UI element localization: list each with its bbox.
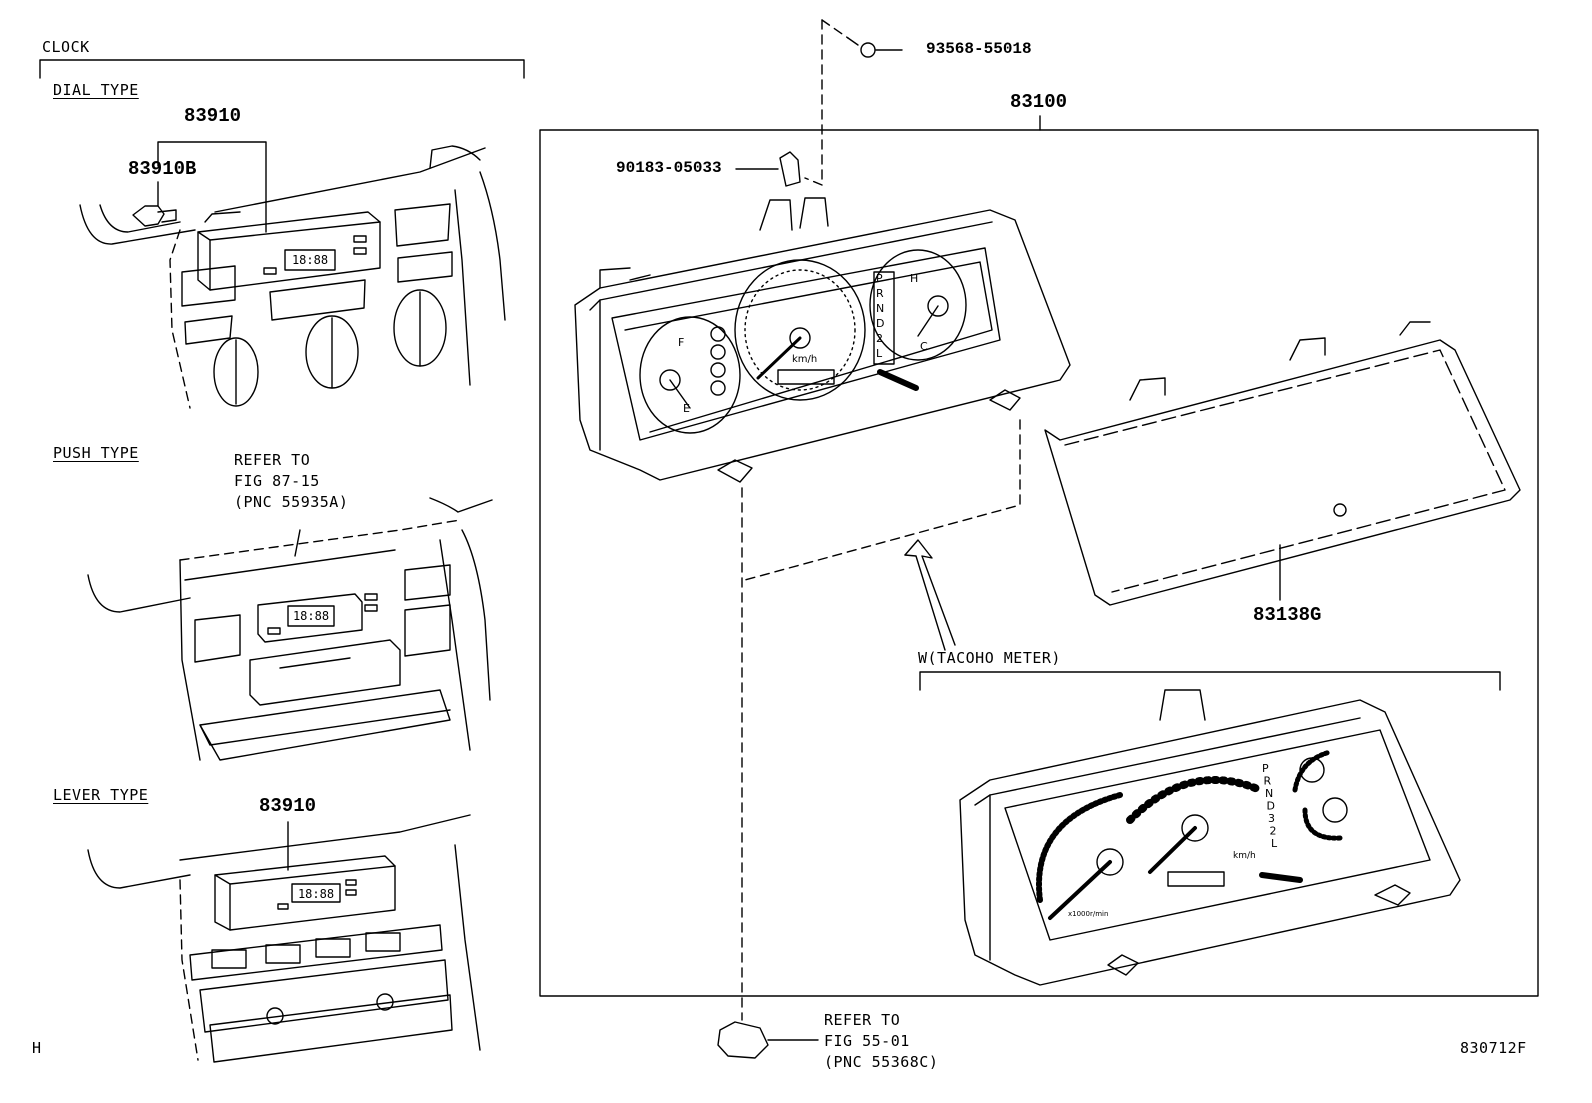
- bottom-connector: [717, 1021, 819, 1059]
- dial-clock-digits: 18:88: [292, 253, 328, 267]
- temp-hot-mark: H: [910, 272, 918, 285]
- shift-position-d: D: [876, 317, 884, 330]
- lever-type-dashboard: [87, 814, 481, 1063]
- tacho-speed-unit: km/h: [1233, 851, 1256, 861]
- fuel-full-mark: F: [678, 336, 684, 349]
- tacho-unit: x1000r/min: [1068, 910, 1108, 918]
- tacho-shift-position-2: 2: [1270, 825, 1277, 838]
- tacho-shift-position-n: N: [1265, 787, 1273, 800]
- dial-type-title: DIAL TYPE: [53, 81, 139, 99]
- shift-position-2: 2: [876, 332, 883, 345]
- shift-position-n: N: [876, 302, 884, 315]
- figure-code: 830712F: [1460, 1039, 1527, 1057]
- tacho-bracket: [919, 671, 1501, 691]
- part-label-clock-lever: 83910: [259, 795, 317, 817]
- tacho-shift-position-3: 3: [1268, 812, 1275, 825]
- tacho-odometer-display: [1167, 871, 1225, 887]
- tacho-shift-position-l: L: [1271, 837, 1278, 850]
- part-label-screw: 93568-55018: [926, 40, 1032, 58]
- push-type-title: PUSH TYPE: [53, 444, 139, 462]
- speed-unit: km/h: [792, 354, 817, 365]
- meter-lens: [1044, 321, 1521, 606]
- dial-type-dashboard: [79, 141, 506, 409]
- lever-type-title: LEVER TYPE: [53, 786, 149, 804]
- dial-clock-display: [284, 249, 336, 271]
- part-label-clip: 90183-05033: [616, 159, 722, 177]
- screw: [804, 19, 903, 186]
- push-type-dashboard: [87, 497, 493, 761]
- push-clock-display: [287, 605, 335, 627]
- odometer-display: [777, 369, 835, 385]
- shift-position-l: L: [876, 347, 883, 360]
- tacho-shift-position-p: P: [1262, 762, 1269, 775]
- clip: [735, 151, 801, 187]
- tacho-shift-position-d: D: [1267, 800, 1275, 813]
- tacho-shift-position-r: R: [1264, 775, 1272, 788]
- speedometer: [734, 259, 866, 401]
- corner-mark: H: [32, 1039, 42, 1057]
- push-clock-digits: 18:88: [293, 609, 329, 623]
- clock-group-bracket: [39, 59, 525, 79]
- lever-clock-display: [291, 883, 341, 903]
- tachometer: [1036, 792, 1123, 903]
- push-type-reference: REFER TO FIG 87-15 (PNC 55935A): [234, 451, 349, 511]
- fuel-gauge: [639, 316, 741, 434]
- shift-position-r: R: [876, 287, 884, 300]
- temp-cold-mark: C: [920, 340, 928, 353]
- tacho-meter: [959, 689, 1461, 986]
- tacho-section-title: W(TACOHO METER): [918, 649, 1061, 667]
- meter-assembly-box: [539, 115, 1539, 997]
- shift-position-p: P: [876, 272, 883, 285]
- bottom-reference: REFER TO FIG 55-01 (PNC 55368C): [824, 1011, 939, 1071]
- clock-section-title: CLOCK: [42, 38, 90, 56]
- fuel-empty-mark: E: [683, 402, 690, 415]
- lever-clock-digits: 18:88: [298, 887, 334, 901]
- part-label-clock-dial: 83910: [184, 105, 242, 127]
- part-label-meter-assy: 83100: [1010, 91, 1068, 113]
- combination-meter: [574, 197, 1071, 483]
- assembly-guide-lines: [741, 419, 1021, 1021]
- temp-gauge: [869, 249, 967, 361]
- part-label-glass: 83138G: [1253, 604, 1322, 626]
- part-label-clock-bulb: 83910B: [128, 158, 197, 180]
